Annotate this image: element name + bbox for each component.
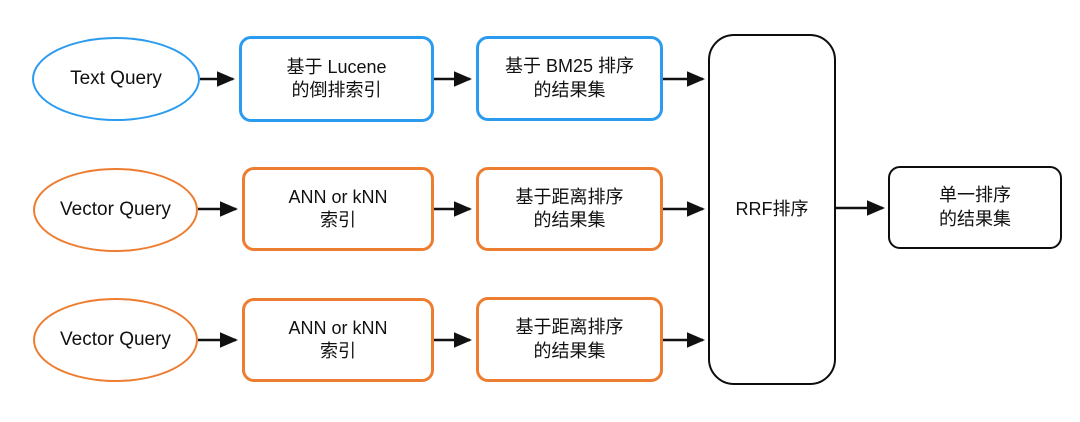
node-rrf-rank[interactable]: RRF排序 [708, 34, 836, 385]
node-distance-results-1[interactable]: 基于距离排序 的结果集 [476, 167, 663, 251]
node-vector-query-2[interactable]: Vector Query [33, 298, 198, 382]
node-lucene-index[interactable]: 基于 Lucene 的倒排索引 [239, 36, 434, 122]
node-ann-knn-index-1[interactable]: ANN or kNN 索引 [242, 167, 434, 251]
node-vector-query-1[interactable]: Vector Query [33, 168, 198, 252]
node-final-results[interactable]: 单一排序 的结果集 [888, 166, 1062, 249]
node-distance-results-2[interactable]: 基于距离排序 的结果集 [476, 297, 663, 382]
node-ann-knn-index-2[interactable]: ANN or kNN 索引 [242, 298, 434, 382]
node-text-query[interactable]: Text Query [32, 37, 200, 121]
node-bm25-results[interactable]: 基于 BM25 排序 的结果集 [476, 36, 663, 121]
